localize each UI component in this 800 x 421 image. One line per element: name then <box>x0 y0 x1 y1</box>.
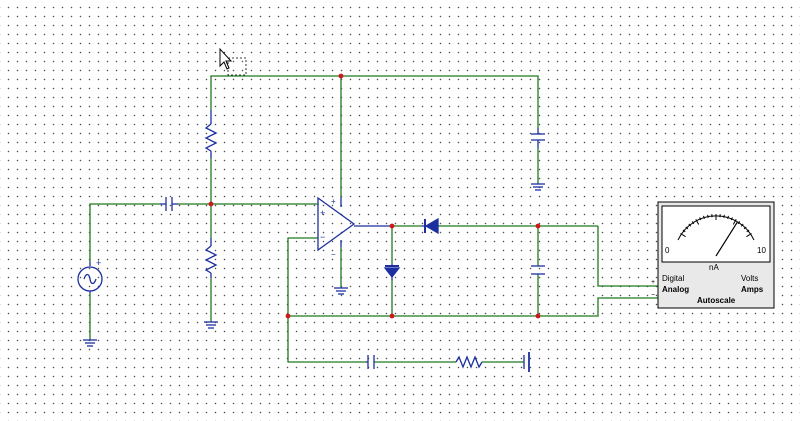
opamp-supply-plus-label: + <box>331 197 336 206</box>
diode-d1[interactable] <box>422 217 439 235</box>
meter-scale-max: 10 <box>757 246 766 255</box>
junction-bottom-right[interactable] <box>535 313 541 319</box>
wire-source-to-cap[interactable] <box>89 203 160 262</box>
capacitor-c3[interactable] <box>531 265 545 275</box>
opamp-plus-label: + <box>320 208 325 218</box>
meter-tick <box>695 218 700 225</box>
ground-c2[interactable] <box>531 183 545 191</box>
meter-tick <box>727 215 729 219</box>
meter-autoscale[interactable]: Autoscale <box>697 296 736 305</box>
diode-d2[interactable] <box>383 264 401 280</box>
meter-tick <box>723 214 725 218</box>
junction-output[interactable] <box>389 223 395 229</box>
meter-mode-volts[interactable]: Volts <box>741 274 758 283</box>
meter-tick <box>737 221 741 225</box>
junction-right-top[interactable] <box>535 223 541 229</box>
capacitor-c2[interactable] <box>531 128 545 148</box>
meter-tick <box>746 233 752 238</box>
wire-to-meter-plus[interactable] <box>597 226 658 287</box>
battery-b1[interactable] <box>523 352 530 372</box>
op-amp[interactable]: + − + − <box>317 196 392 259</box>
meter-tick <box>743 226 747 230</box>
meter-tick <box>707 214 709 218</box>
meter-tick <box>682 229 686 233</box>
mouse-pointer-icon <box>219 47 247 76</box>
meter-tick <box>680 233 686 238</box>
junction-top-rail[interactable] <box>338 73 344 79</box>
meter-needle <box>715 221 738 257</box>
ac-voltage-source[interactable]: + <box>77 258 103 293</box>
wire-opamp-minus-feedback[interactable] <box>287 237 318 316</box>
meter-tick <box>740 223 744 227</box>
wire-bottom-rail[interactable] <box>288 297 658 317</box>
meter-tick <box>699 217 702 221</box>
ground-opamp[interactable] <box>334 287 348 295</box>
meter-terminal-plus: + <box>651 279 655 286</box>
components: + + − + − <box>77 110 545 372</box>
wire-lower-loop[interactable] <box>287 316 366 363</box>
junction-bottom-diode[interactable] <box>389 313 395 319</box>
meter-terminal-minus: − <box>651 292 655 299</box>
capacitor-c4[interactable] <box>366 355 375 369</box>
opamp-minus-label: − <box>320 232 325 242</box>
meter-tick <box>746 229 750 233</box>
resistor-r2[interactable] <box>204 238 218 278</box>
meter-tick <box>688 223 692 227</box>
meter-tick <box>703 215 705 219</box>
meter-tick <box>685 226 689 230</box>
source-plus-label: + <box>96 258 101 268</box>
opamp-supply-minus-label: − <box>331 250 336 259</box>
resistor-r1[interactable] <box>204 110 218 158</box>
meter-mode-digital[interactable]: Digital <box>662 274 684 283</box>
meter-tick <box>730 217 733 221</box>
meter-ticks <box>680 214 752 238</box>
wires <box>89 75 658 363</box>
meter-unit: nA <box>709 263 719 272</box>
meter-tick <box>691 221 695 225</box>
meter-mode-analog[interactable]: Analog <box>662 285 689 294</box>
meter-tick <box>732 218 737 225</box>
capacitor-c1[interactable] <box>160 197 178 211</box>
wire-top-rail[interactable] <box>210 75 539 128</box>
ground-r2[interactable] <box>204 321 218 329</box>
meter-scale-min: 0 <box>665 246 670 255</box>
resistor-r3[interactable] <box>455 355 483 369</box>
meter-mode-amps[interactable]: Amps <box>741 285 764 294</box>
ground-source[interactable] <box>83 339 97 347</box>
junction-input[interactable] <box>208 201 214 207</box>
junction-bottom-left[interactable] <box>285 313 291 319</box>
junction-nodes <box>208 73 541 319</box>
analog-meter[interactable]: 0 10 nA Digital Analog Volts Amps Autosc… <box>651 201 775 309</box>
